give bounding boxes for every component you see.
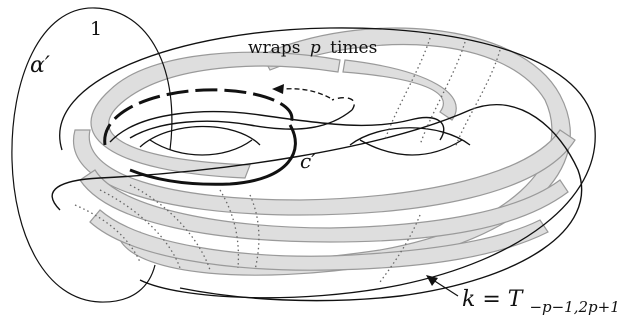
c-prime-hidden: [103, 88, 294, 146]
dotted-6: [129, 184, 211, 271]
left-hole-top: [139, 125, 261, 148]
knot-strand-middle: [109, 111, 445, 143]
band-wrap-4: [79, 169, 569, 243]
label-c-prime: c′: [300, 149, 316, 173]
dotted-7: [219, 189, 240, 269]
dotted-1: [384, 37, 431, 141]
dotted-5: [99, 189, 181, 269]
band-wrap-2: [90, 51, 341, 179]
dotted-4: [74, 204, 141, 263]
knot-strand-dashed: [331, 97, 355, 111]
dotted-3: [454, 49, 501, 149]
wrapping-band: [72, 27, 576, 276]
knot-strand-inner: [129, 109, 353, 139]
label-wraps-word: wraps: [248, 38, 300, 58]
c-prime-visible: [129, 124, 297, 186]
band-wrap-3: [72, 129, 576, 216]
knot-strand-outer: [51, 104, 583, 302]
label-k-main: k = T: [462, 287, 525, 312]
left-hole-bottom: [149, 139, 253, 156]
label-k: k = T −p−1,2p+1: [462, 287, 620, 316]
label-wraps: wraps p times: [248, 38, 377, 58]
band-wrap-6: [342, 59, 457, 121]
knot-arrow-head: [272, 84, 284, 94]
knot-k: [51, 97, 583, 302]
label-k-subscript: −p−1,2p+1: [529, 298, 619, 316]
label-wraps-times: times: [330, 38, 377, 58]
alpha-prime-curve: [11, 7, 173, 303]
k-arrow-head: [426, 275, 438, 286]
knot-dashed-arrow: [282, 88, 331, 99]
right-hole-bottom: [359, 139, 463, 156]
c-prime-curve: [103, 88, 297, 186]
right-hole-top: [349, 127, 471, 146]
band-wrap-5: [89, 209, 549, 271]
label-one: 1: [90, 18, 102, 40]
dotted-strands: [74, 37, 501, 283]
torus-holes: [139, 125, 471, 156]
torus-outline: [59, 27, 596, 299]
label-wraps-p: p: [310, 38, 321, 58]
label-alpha-prime: α′: [30, 53, 50, 78]
dotted-8: [249, 194, 260, 271]
